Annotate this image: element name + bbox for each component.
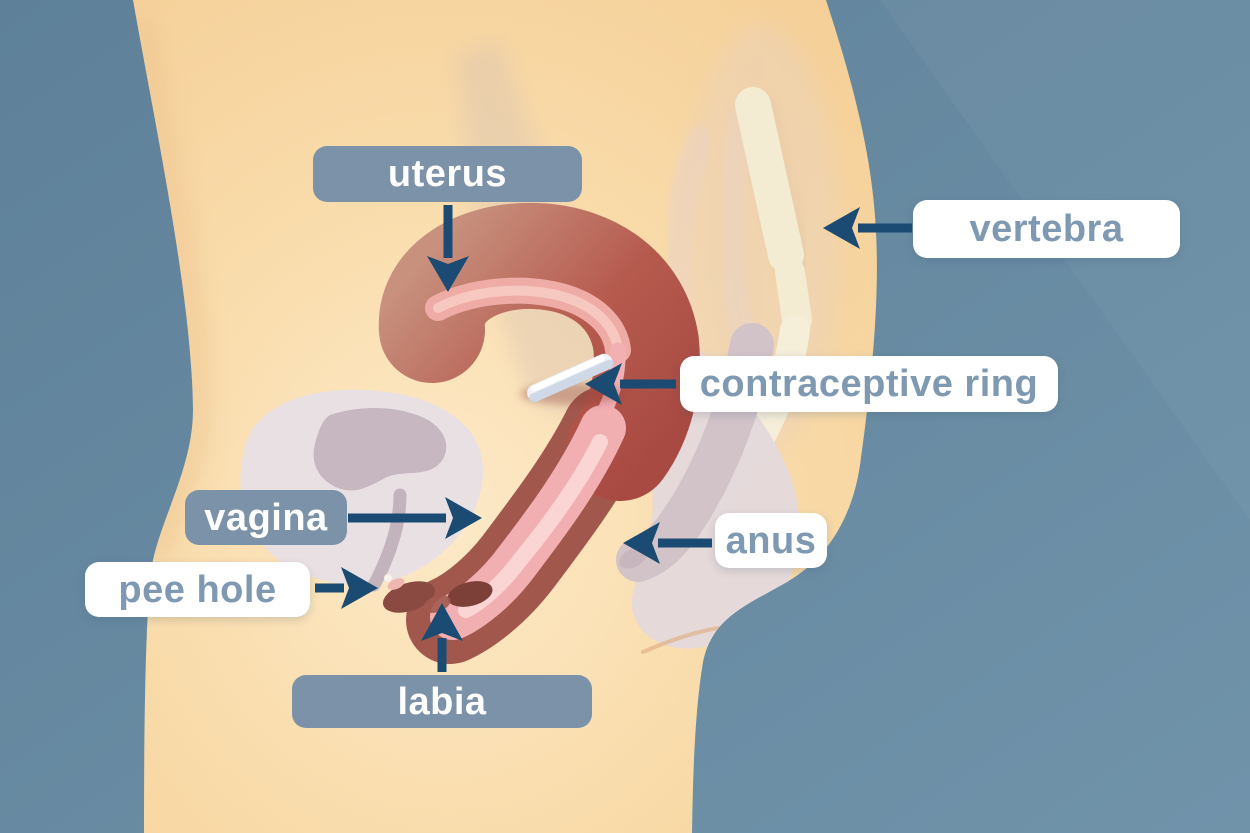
- uterus-shape: [378, 202, 700, 501]
- label-vertebra: vertebra: [913, 200, 1180, 258]
- label-labia-text: labia: [397, 680, 487, 723]
- label-contraceptive-ring-text: contraceptive ring: [699, 363, 1039, 405]
- contraceptive-ring-shape: [527, 353, 614, 403]
- contraceptive-ring-arrow: [585, 363, 676, 405]
- ring-lower-edge: [529, 359, 614, 403]
- vertebra-bone: [735, 87, 804, 273]
- urethra-shape: [367, 488, 407, 592]
- bladder-inner: [313, 408, 447, 491]
- label-uterus: uterus: [313, 146, 582, 202]
- pee-hole-shape: [387, 578, 405, 590]
- label-pee-hole-text: pee hole: [118, 568, 277, 611]
- anus-arrow: [623, 522, 712, 564]
- background-light-band: [880, 0, 1250, 520]
- label-contraceptive-ring: contraceptive ring: [680, 356, 1058, 412]
- label-vagina: vagina: [185, 490, 347, 545]
- vagina-arrow: [348, 497, 482, 539]
- labia-lobe-2: [447, 581, 493, 607]
- label-pee-hole: pee hole: [85, 562, 310, 617]
- callout-arrows: [315, 205, 912, 672]
- uterine-lining-highlight: [433, 285, 623, 355]
- label-vagina-text: vagina: [204, 496, 328, 539]
- buttock-crease: [641, 626, 720, 654]
- label-anus: anus: [715, 513, 827, 568]
- labia-shape: [382, 574, 493, 613]
- pee-hole-highlight: [384, 574, 392, 582]
- label-anus-text: anus: [725, 519, 817, 562]
- label-vertebra-text: vertebra: [969, 208, 1124, 250]
- pee-hole-arrow: [315, 567, 378, 609]
- labia-arrow: [421, 603, 463, 672]
- vertebra-bone-2: [775, 257, 812, 335]
- uterus-arrow: [427, 205, 469, 292]
- vertebra-arrow: [823, 207, 912, 249]
- label-labia: labia: [292, 675, 592, 728]
- anus-shape: [619, 547, 647, 569]
- ring-highlight: [531, 355, 605, 392]
- label-uterus-text: uterus: [387, 153, 508, 195]
- belly-shading: [133, 17, 211, 562]
- bladder-shape: [240, 389, 484, 592]
